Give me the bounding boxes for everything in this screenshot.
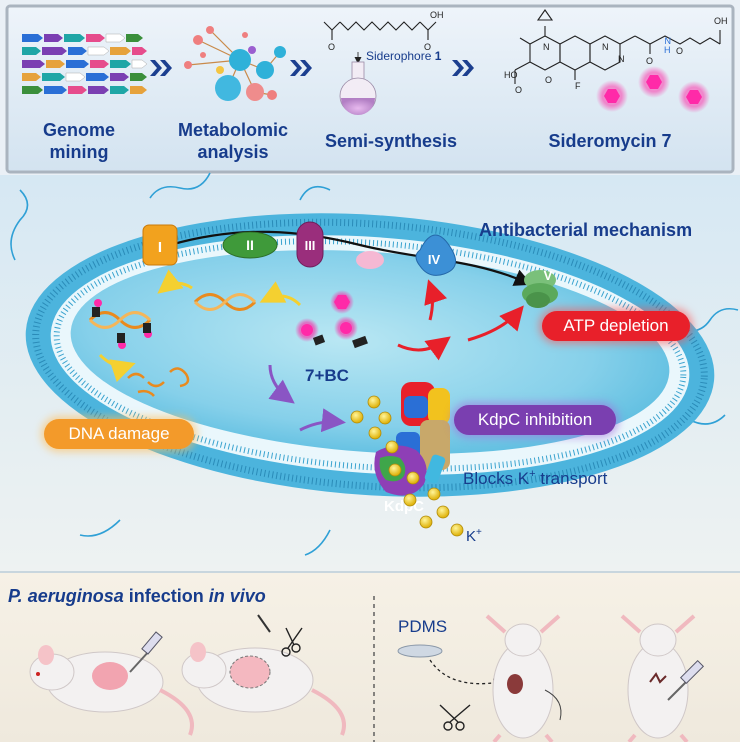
pdms-implant-icon [397, 644, 503, 688]
step2-line1: Metabolomic [177, 120, 288, 140]
protein-v: V [522, 268, 558, 308]
sm-oh: OH [714, 16, 728, 26]
kdpc-arrows [268, 364, 346, 433]
kdpc-inhibition-badge: KdpC inhibition [454, 405, 616, 435]
k-ion-label: K+ [466, 527, 482, 545]
siderophore-structure [323, 21, 437, 40]
step-genome-mining: Genome mining [14, 119, 144, 163]
blocks-transport-label: Blocks K+ transport [463, 468, 608, 488]
potassium-ions [350, 395, 464, 537]
pdms-label: PDMS [398, 617, 448, 636]
sm-ho: HO [504, 70, 518, 80]
protein-iv: IV [415, 234, 457, 276]
gene-cluster-icon [22, 33, 148, 94]
step-semi-synthesis: Semi-synthesis [324, 131, 458, 151]
protein-iii: III [296, 221, 324, 268]
sm-n1: N [543, 42, 550, 52]
in-vivo-text: in vivo [208, 586, 266, 606]
atp-depletion-badge: ATP depletion [542, 311, 690, 341]
sm-o3: O [646, 56, 653, 66]
mouse-injection-icon [29, 631, 194, 736]
sideromycin-structure [514, 9, 721, 84]
atp-arrows [397, 279, 524, 361]
svg-text:IV: IV [428, 252, 441, 267]
sideromycin-atoms: O HO O N F N N O O OH [504, 16, 728, 95]
metabolomic-network-icon [184, 26, 286, 101]
title-mid: infection [123, 586, 209, 606]
mouse-topview-icon [485, 614, 562, 742]
protein-i: I [142, 224, 178, 266]
step1-line2: mining [49, 142, 109, 162]
sm-f: F [575, 81, 581, 91]
compound-7-bc [295, 290, 368, 349]
mouse-treatment-icon [620, 614, 705, 742]
svg-text:III: III [305, 238, 316, 253]
step2-line2: analysis [197, 142, 269, 162]
sm-n2: N [602, 42, 609, 52]
in-vivo-title: P. aeruginosa infection in vivo [8, 586, 266, 607]
step-metabolomic: Metabolomic analysis [158, 119, 308, 163]
sm-o4: O [676, 46, 683, 56]
scissors-icon [439, 704, 471, 731]
dna-damage-badge: DNA damage [44, 419, 194, 449]
siderophore-o2-label: O [424, 42, 431, 52]
dna-pathway-arrows [98, 269, 302, 383]
protein-ii: II [222, 231, 278, 259]
sm-n3: N [618, 54, 625, 64]
pink-hexagon-icons [596, 66, 710, 113]
siderophore-oh-label: OH [430, 10, 444, 20]
siderophore-o-label: O [328, 42, 335, 52]
dna-bound-bc [92, 307, 151, 343]
mechanism-title: Antibacterial mechanism [479, 220, 693, 240]
mouse-surgery-icon [181, 614, 346, 736]
svg-text:V: V [544, 268, 553, 283]
chevron-arrows [150, 60, 474, 76]
flagella [10, 172, 739, 556]
pink-intermediate [356, 251, 384, 269]
siderophore-label: Siderophore 1 [366, 49, 442, 63]
step-sideromycin-7: Sideromycin 7 [548, 131, 672, 151]
compound-label: 7+BC [305, 366, 349, 385]
svg-text:I: I [158, 239, 162, 256]
sm-o1: O [515, 85, 522, 95]
step1-line1: Genome [42, 120, 116, 140]
flask-icon [339, 61, 377, 115]
svg-text:II: II [246, 237, 254, 253]
sm-o2: O [545, 75, 552, 85]
pathway-arrow [169, 230, 533, 286]
species-name: P. aeruginosa [8, 586, 124, 606]
